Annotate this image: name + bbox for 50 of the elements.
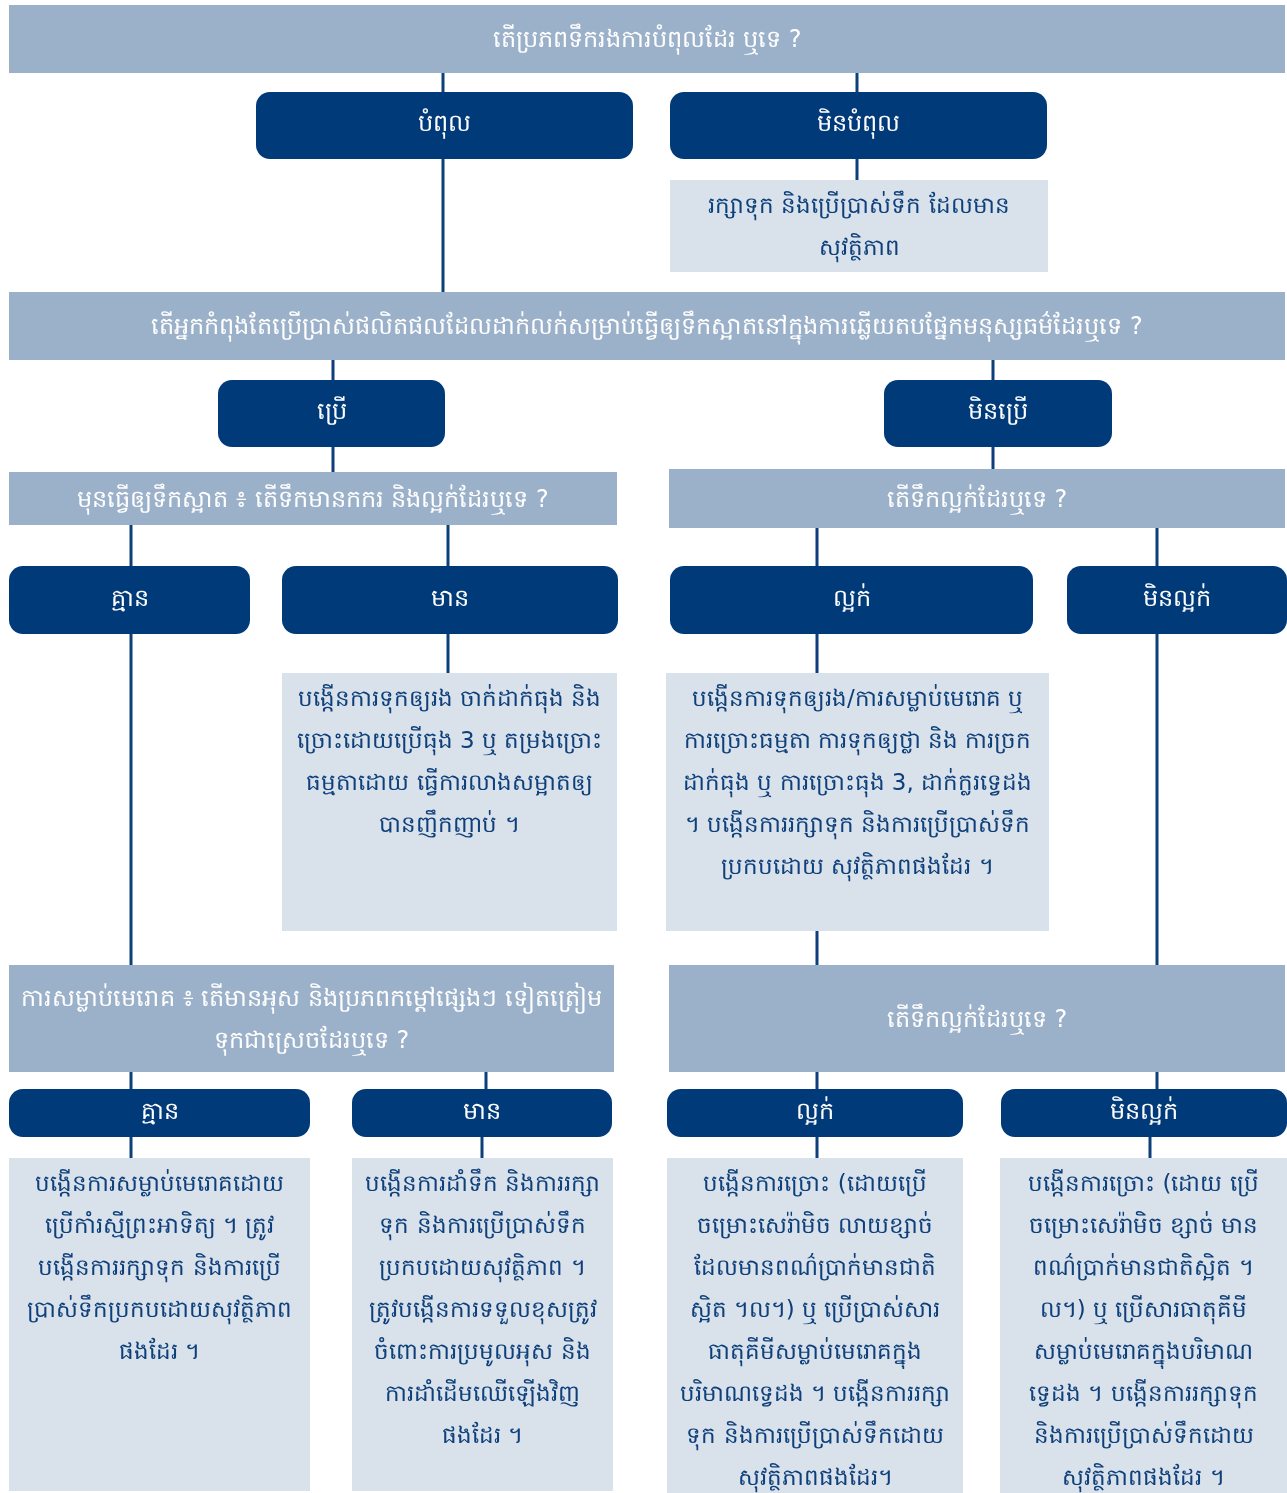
- connector-line: [1155, 528, 1159, 566]
- advice-box: បង្កើនការសម្លាប់មេរោគដោយ ប្រើកាំរស្មីព្រះអាទិត្យ ។ ត្រូវ បង្កើនការរក្សាទុក និងការប្រើប្រាស់ទឹកប្រកបដោយសុវត្ថិភាព ផងដែរ ។: [9, 1158, 310, 1491]
- connector-line: [129, 1072, 133, 1089]
- connector-line: [446, 525, 450, 566]
- connector-line: [446, 634, 450, 673]
- advice-box: បង្កើនការដាំទឹក និងការរក្សាទុក និងការប្រើប្រាស់ទឹក ប្រកបដោយសុវត្ថិភាព ។ ត្រូវបង្កើនការទទួលខុសត្រូវ ចំពោះការប្រមូលអុស និង ការដាំដើមឈើឡើងវិញ ផងដែរ ។: [352, 1158, 613, 1491]
- answer-box: មិនប្រើ: [884, 380, 1112, 447]
- advice-box: បង្កើនការច្រោះ (ដោយប្រើចម្រោះសេរ៉ាមិច លាយខ្សាច់ ដែលមានពណ៌ប្រាក់មានជាតិស្អិត ។ល។) ឬ ប្រើប្រាស់សារធាតុគីមីសម្លាប់មេរោគក្នុងបរិមាណទ្វេដង ។ បង្កើនការរក្សាទុក និងការប្រើប្រាស់ទឹកដោយសុវត្ថិភាពផងដែរ។: [667, 1158, 963, 1493]
- answer-box: មិនបំពុល: [670, 92, 1047, 159]
- connector-line: [331, 360, 335, 380]
- connector-line: [855, 159, 859, 180]
- connector-line: [815, 634, 819, 673]
- connector-line: [129, 634, 133, 965]
- connector-line: [441, 159, 445, 292]
- answer-box: គ្មាន: [9, 1089, 310, 1137]
- connector-line: [815, 1072, 819, 1089]
- question-band: តើទឹកល្អក់ដែរឬទេ ?: [669, 965, 1285, 1072]
- answer-box: មាន: [352, 1089, 612, 1137]
- connector-line: [815, 931, 819, 965]
- answer-box: ប្រើ: [218, 380, 445, 447]
- connector-line: [1148, 1137, 1152, 1158]
- connector-line: [1155, 634, 1159, 965]
- advice-box: បង្កើនការទុកឲ្យរង/ការសម្លាប់មេរោគ ឬ ការច្រោះធម្មតា ការទុកឲ្យថ្លា និង ការច្រកដាក់ធុង ឬ ការច្រោះធុង 3, ដាក់ក្លរទ្វេដង ។ បង្កើនការរក្សាទុក និងការប្រើប្រាស់ទឹកប្រកបដោយ សុវត្ថិភាពផងដែរ ។: [666, 673, 1049, 931]
- advice-box: រក្សាទុក និងប្រើប្រាស់ទឹក ដែលមានសុវត្ថិភាព: [670, 180, 1048, 272]
- advice-box: បង្កើនការច្រោះ (ដោយ ប្រើចម្រោះសេរ៉ាមិច ខ្សាច់ មាន ពណ៌ប្រាក់មានជាតិស្អិត ។ល។) ឬ ប្រើសារធាតុគីមីសម្លាប់មេរោគក្នុងបរិមាណ ទ្វេដង ។ បង្កើនការរក្សាទុក និងការប្រើប្រាស់ទឹកដោយ សុវត្ថិភាពផងដែរ ។: [1000, 1158, 1287, 1493]
- connector-line: [815, 1137, 819, 1158]
- answer-box: ល្អក់: [667, 1089, 963, 1137]
- connector-line: [441, 73, 445, 92]
- connector-line: [484, 1072, 488, 1089]
- question-band: មុនធ្វើឲ្យទឹកស្អាត ៖ តើទឹកមានកករ និងល្អក់ដែរឬទេ ?: [9, 472, 617, 525]
- question-band: តើទឹកល្អក់ដែរឬទេ ?: [669, 469, 1285, 528]
- answer-box: មិនល្អក់: [1001, 1089, 1287, 1137]
- answer-box: មិនល្អក់: [1067, 566, 1287, 634]
- connector-line: [991, 360, 995, 380]
- answer-box: បំពុល: [256, 92, 633, 159]
- connector-line: [991, 447, 995, 469]
- answer-box: ល្អក់: [670, 566, 1033, 634]
- connector-line: [129, 525, 133, 566]
- answer-box: គ្មាន: [9, 566, 250, 634]
- connector-line: [331, 447, 335, 472]
- connector-line: [480, 1137, 484, 1158]
- question-band: តើប្រភពទឹករងការបំពុលដែរ ឬទេ ?: [9, 5, 1285, 73]
- connector-line: [1155, 1072, 1159, 1089]
- question-band: តើអ្នកកំពុងតែប្រើប្រាស់ផលិតផលដែលដាក់លក់សម្រាប់ធ្វើឲ្យទឹកស្អាតនៅក្នុងការឆ្លើយតបផ្នែកមនុស្សធម៌ដែរឬទេ ?: [9, 292, 1285, 360]
- connector-line: [855, 73, 859, 92]
- question-band: ការសម្លាប់មេរោគ ៖ តើមានអុស និងប្រភពកម្តៅផ្សេងៗ ទៀតត្រៀមទុកជាស្រេចដែរឬទេ ?: [9, 965, 614, 1072]
- connector-line: [815, 528, 819, 566]
- connector-line: [129, 1137, 133, 1158]
- answer-box: មាន: [282, 566, 618, 634]
- advice-box: បង្កើនការទុកឲ្យរង ចាក់ដាក់ធុង និងច្រោះដោយប្រើធុង 3 ឬ តម្រងច្រោះធម្មតាដោយ ធ្វើការលាងសម្អាតឲ្យបានញឹកញាប់ ។: [282, 673, 617, 931]
